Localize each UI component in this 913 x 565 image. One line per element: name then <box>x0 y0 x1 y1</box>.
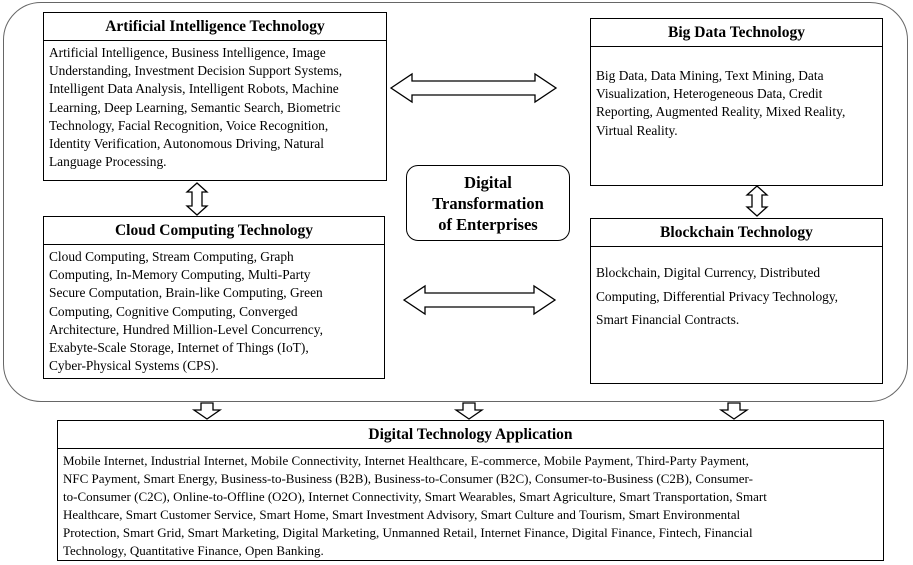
blockchain-line: Computing, Differential Privacy Technolo… <box>596 288 839 304</box>
blockchain-technology-items: Blockchain, Digital Currency, Distribute… <box>591 247 882 335</box>
ai-technology-box: Artificial Intelligence Technology Artif… <box>43 12 387 181</box>
application-line: Healthcare, Smart Customer Service, Smar… <box>63 507 741 523</box>
application-line: Technology, Quantitative Finance, Open B… <box>63 543 324 559</box>
digital-technology-application-title: Digital Technology Application <box>58 421 883 449</box>
big-data-technology-box: Big Data Technology Big Data, Data Minin… <box>590 18 883 186</box>
center-label-line: Transformation <box>432 194 544 213</box>
ai-line: Intelligent Data Analysis, Intelligent R… <box>49 81 339 97</box>
ai-line: Technology, Facial Recognition, Voice Re… <box>49 117 329 133</box>
cloud-computing-technology-items: Cloud Computing, Stream Computing, Graph… <box>44 245 384 378</box>
big-data-technology-title: Big Data Technology <box>591 19 882 47</box>
blockchain-line: Smart Financial Contracts. <box>596 312 740 327</box>
technology-group-frame <box>3 2 908 402</box>
cloud-line: Secure Computation, Brain-like Computing… <box>49 285 323 301</box>
down-arrow-center <box>453 402 485 420</box>
big-data-line: Big Data, Data Mining, Text Mining, Data <box>596 68 824 83</box>
cloud-computing-technology-title: Cloud Computing Technology <box>44 217 384 245</box>
application-line: Mobile Internet, Industrial Internet, Mo… <box>63 453 749 468</box>
digital-technology-application-box: Digital Technology Application Mobile In… <box>57 420 884 561</box>
double-arrow-horizontal-top <box>389 72 558 104</box>
cloud-computing-technology-box: Cloud Computing Technology Cloud Computi… <box>43 216 385 379</box>
digital-technology-application-items: Mobile Internet, Industrial Internet, Mo… <box>58 449 883 564</box>
big-data-line: Virtual Reality. <box>596 122 678 138</box>
cloud-line: Cloud Computing, Stream Computing, Graph <box>49 249 294 264</box>
center-label-line: Digital <box>464 173 512 192</box>
blockchain-line: Blockchain, Digital Currency, Distribute… <box>596 265 821 280</box>
cloud-line: Computing, In-Memory Computing, Multi-Pa… <box>49 267 311 283</box>
big-data-technology-items: Big Data, Data Mining, Text Mining, Data… <box>591 47 882 143</box>
center-label-line: of Enterprises <box>438 215 538 234</box>
application-line: to-Consumer (C2C), Online-to-Offline (O2… <box>63 489 767 505</box>
big-data-line: Visualization, Heterogeneous Data, Credi… <box>596 86 823 102</box>
cloud-line: Cyber-Physical Systems (CPS). <box>49 358 219 374</box>
application-line: Protection, Smart Grid, Smart Marketing,… <box>63 525 753 541</box>
down-arrow-right <box>718 402 750 420</box>
blockchain-technology-title: Blockchain Technology <box>591 219 882 247</box>
big-data-line: Reporting, Augmented Reality, Mixed Real… <box>596 104 846 120</box>
cloud-line: Architecture, Hundred Million-Level Conc… <box>49 321 323 337</box>
digital-transformation-label: Digital Transformation of Enterprises <box>406 165 570 241</box>
down-arrow-left <box>191 402 223 420</box>
ai-line: Language Processing. <box>49 154 167 170</box>
double-arrow-vertical-right <box>745 185 769 217</box>
application-line: NFC Payment, Smart Energy, Business-to-B… <box>63 471 753 487</box>
ai-line: Understanding, Investment Decision Suppo… <box>49 63 343 79</box>
ai-technology-title: Artificial Intelligence Technology <box>44 13 386 41</box>
cloud-line: Computing, Cognitive Computing, Converge… <box>49 303 298 319</box>
ai-line: Learning, Deep Learning, Semantic Search… <box>49 99 341 115</box>
double-arrow-vertical-left <box>185 182 209 216</box>
ai-line: Artificial Intelligence, Business Intell… <box>49 45 326 60</box>
cloud-line: Exabyte-Scale Storage, Internet of Thing… <box>49 340 309 356</box>
ai-technology-items: Artificial Intelligence, Business Intell… <box>44 41 386 174</box>
blockchain-technology-box: Blockchain Technology Blockchain, Digita… <box>590 218 883 384</box>
ai-line: Identity Verification, Autonomous Drivin… <box>49 136 324 152</box>
double-arrow-horizontal-bottom <box>402 284 557 316</box>
